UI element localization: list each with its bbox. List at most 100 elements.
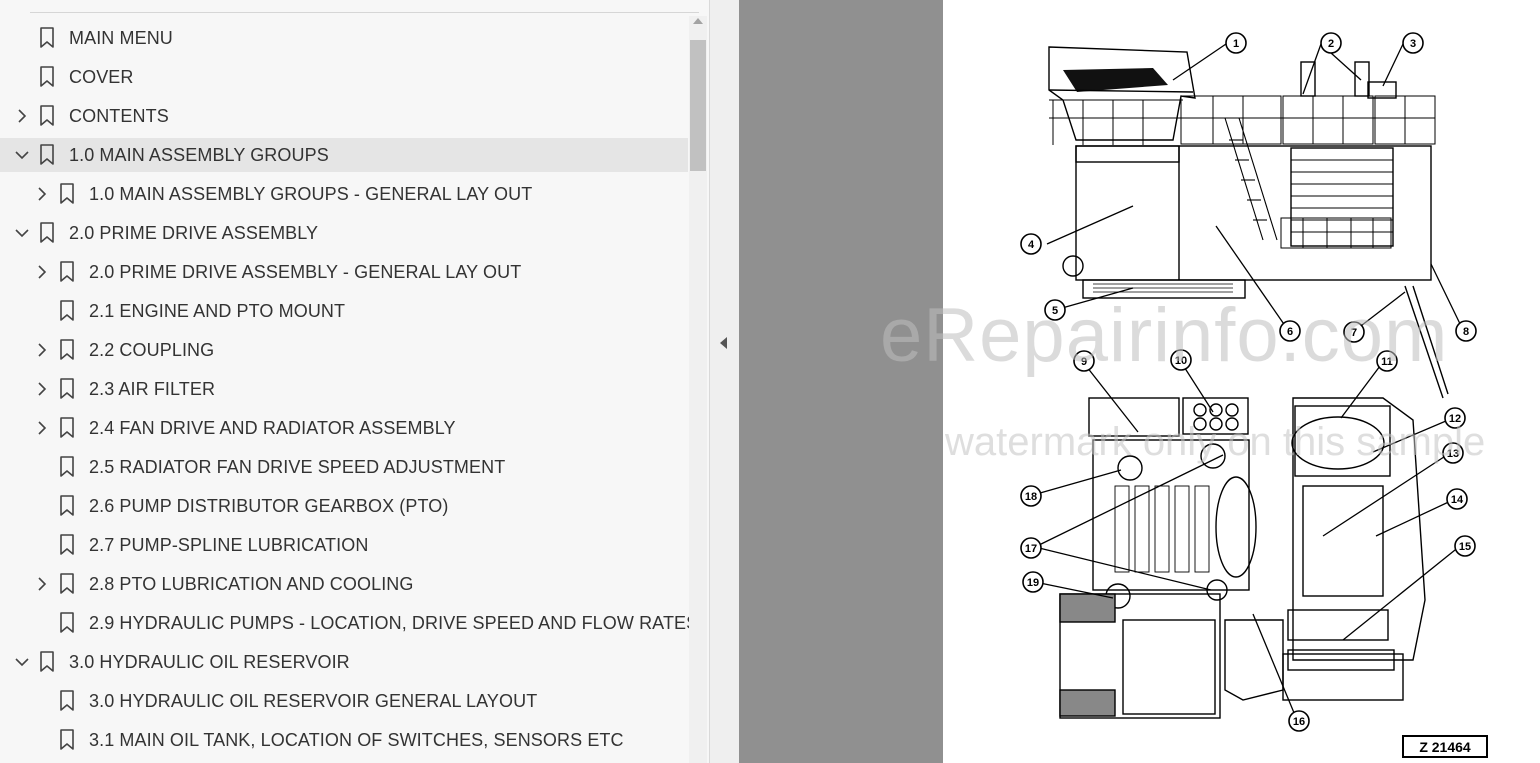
bookmark-item[interactable]: 2.3 AIR FILTER bbox=[0, 372, 688, 406]
callout-number: 2 bbox=[1328, 38, 1334, 50]
bookmark-item[interactable]: 2.4 FAN DRIVE AND RADIATOR ASSEMBLY bbox=[0, 411, 688, 445]
bookmark-item[interactable]: MAIN MENU bbox=[0, 21, 688, 55]
bookmark-icon bbox=[59, 456, 75, 478]
bookmark-label: CONTENTS bbox=[69, 105, 169, 126]
watermark-main: eRepairinfo.com bbox=[880, 293, 1449, 378]
callout-number: 6 bbox=[1287, 326, 1293, 338]
chevron-right-icon[interactable] bbox=[33, 575, 51, 593]
bookmark-icon bbox=[39, 66, 55, 88]
bookmark-icon bbox=[59, 612, 75, 634]
callout-number: 18 bbox=[1025, 491, 1037, 503]
callout-circle bbox=[1320, 32, 1342, 54]
callout-number: 17 bbox=[1025, 543, 1037, 555]
bookmark-item[interactable]: 2.0 PRIME DRIVE ASSEMBLY - GENERAL LAY O… bbox=[0, 255, 688, 289]
scroll-up-icon[interactable] bbox=[693, 18, 703, 24]
bookmark-label: 2.1 ENGINE AND PTO MOUNT bbox=[89, 300, 346, 321]
panel-splitter[interactable] bbox=[710, 0, 739, 763]
chevron-right-icon[interactable] bbox=[33, 419, 51, 437]
bookmark-label: 1.0 MAIN ASSEMBLY GROUPS - GENERAL LAY O… bbox=[89, 183, 533, 204]
callout-number: 5 bbox=[1052, 305, 1058, 317]
bookmark-item[interactable]: 2.6 PUMP DISTRIBUTOR GEARBOX (PTO) bbox=[0, 489, 688, 523]
bookmark-label: MAIN MENU bbox=[69, 27, 173, 48]
bookmark-item[interactable]: 2.8 PTO LUBRICATION AND COOLING bbox=[0, 567, 688, 601]
chevron-right-icon[interactable] bbox=[33, 185, 51, 203]
bookmark-icon bbox=[39, 144, 55, 166]
bookmark-item[interactable]: 2.7 PUMP-SPLINE LUBRICATION bbox=[0, 528, 688, 562]
callout-circle bbox=[1442, 442, 1464, 464]
callout-circle bbox=[1044, 299, 1066, 321]
bookmark-icon bbox=[59, 378, 75, 400]
chevron-right-icon[interactable] bbox=[33, 380, 51, 398]
bookmark-item[interactable]: CONTENTS bbox=[0, 99, 688, 133]
callout-number: 14 bbox=[1451, 494, 1464, 506]
callout-circle bbox=[1022, 571, 1044, 593]
bookmark-label: 2.0 PRIME DRIVE ASSEMBLY bbox=[69, 222, 319, 243]
bookmark-icon bbox=[59, 339, 75, 361]
callout-number: 19 bbox=[1027, 577, 1039, 589]
bookmark-item[interactable]: 3.1 MAIN OIL TANK, LOCATION OF SWITCHES,… bbox=[0, 723, 688, 757]
callout-circle bbox=[1288, 710, 1310, 732]
bookmark-label: 2.2 COUPLING bbox=[89, 339, 215, 360]
chevron-down-icon[interactable] bbox=[13, 653, 31, 671]
bookmark-item[interactable]: COVER bbox=[0, 60, 688, 94]
scrollbar-thumb[interactable] bbox=[690, 40, 706, 171]
bookmark-label: 2.8 PTO LUBRICATION AND COOLING bbox=[89, 573, 414, 594]
callout-circle bbox=[1073, 350, 1095, 372]
bookmark-icon bbox=[59, 417, 75, 439]
bookmark-item[interactable]: 1.0 MAIN ASSEMBLY GROUPS - GENERAL LAY O… bbox=[0, 177, 688, 211]
callout-circle bbox=[1225, 32, 1247, 54]
collapse-panel-icon[interactable] bbox=[720, 337, 727, 349]
callout-circle bbox=[1446, 488, 1468, 510]
bookmark-label: 2.3 AIR FILTER bbox=[89, 378, 216, 399]
bookmark-icon bbox=[59, 261, 75, 283]
callout-circle bbox=[1343, 321, 1365, 343]
callout-number: 3 bbox=[1410, 38, 1416, 50]
chevron-right-icon[interactable] bbox=[13, 107, 31, 125]
figure-id: Z 21464 bbox=[1402, 735, 1488, 758]
document-viewer-background bbox=[739, 0, 943, 763]
bookmark-label: 3.1 MAIN OIL TANK, LOCATION OF SWITCHES,… bbox=[89, 729, 624, 750]
callout-number: 7 bbox=[1351, 327, 1357, 339]
bookmark-label: 1.0 MAIN ASSEMBLY GROUPS bbox=[69, 144, 329, 165]
bookmark-icon bbox=[39, 651, 55, 673]
callout-circle bbox=[1170, 349, 1192, 371]
bookmark-icon bbox=[39, 105, 55, 127]
bookmark-icon bbox=[59, 690, 75, 712]
bookmarks-scrollbar[interactable] bbox=[689, 16, 707, 763]
callout-circle bbox=[1279, 320, 1301, 342]
bookmark-label: 2.7 PUMP-SPLINE LUBRICATION bbox=[89, 534, 369, 555]
chevron-right-icon[interactable] bbox=[33, 263, 51, 281]
bookmark-label: 2.4 FAN DRIVE AND RADIATOR ASSEMBLY bbox=[89, 417, 456, 438]
bookmark-item[interactable]: 3.0 HYDRAULIC OIL RESERVOIR GENERAL LAYO… bbox=[0, 684, 688, 718]
bookmark-icon bbox=[59, 300, 75, 322]
bookmark-item[interactable]: 2.1 ENGINE AND PTO MOUNT bbox=[0, 294, 688, 328]
bookmark-label: 3.0 HYDRAULIC OIL RESERVOIR bbox=[69, 651, 350, 672]
callout-circle bbox=[1402, 32, 1424, 54]
bookmark-icon bbox=[39, 222, 55, 244]
bookmark-item[interactable]: 2.5 RADIATOR FAN DRIVE SPEED ADJUSTMENT bbox=[0, 450, 688, 484]
bookmark-item[interactable]: 2.0 PRIME DRIVE ASSEMBLY bbox=[0, 216, 688, 250]
callout-number: 12 bbox=[1449, 413, 1461, 425]
watermark-sub: watermark only on this sample bbox=[945, 420, 1486, 464]
bookmark-item[interactable]: 2.9 HYDRAULIC PUMPS - LOCATION, DRIVE SP… bbox=[0, 606, 698, 640]
bookmark-item[interactable]: 3.0 HYDRAULIC OIL RESERVOIR bbox=[0, 645, 688, 679]
callout-number: 4 bbox=[1028, 239, 1035, 251]
chevron-down-icon[interactable] bbox=[13, 224, 31, 242]
bookmark-item[interactable]: 2.2 COUPLING bbox=[0, 333, 688, 367]
bookmark-label: COVER bbox=[69, 66, 134, 87]
callout-number: 16 bbox=[1293, 716, 1305, 728]
callout-number: 8 bbox=[1463, 326, 1469, 338]
chevron-right-icon[interactable] bbox=[33, 341, 51, 359]
callout-circle bbox=[1020, 537, 1042, 559]
callout-circle bbox=[1020, 485, 1042, 507]
panel-divider bbox=[30, 12, 699, 13]
bookmark-item[interactable]: 1.0 MAIN ASSEMBLY GROUPS bbox=[0, 138, 688, 172]
bookmarks-panel: MAIN MENU COVER CONTENTS 1.0 MAIN ASSEMBLY … bbox=[0, 0, 710, 763]
chevron-down-icon[interactable] bbox=[13, 146, 31, 164]
bookmark-label: 2.6 PUMP DISTRIBUTOR GEARBOX (PTO) bbox=[89, 495, 449, 516]
callout-number: 15 bbox=[1459, 541, 1471, 553]
bookmark-icon bbox=[59, 534, 75, 556]
callout-number: 13 bbox=[1447, 448, 1459, 460]
